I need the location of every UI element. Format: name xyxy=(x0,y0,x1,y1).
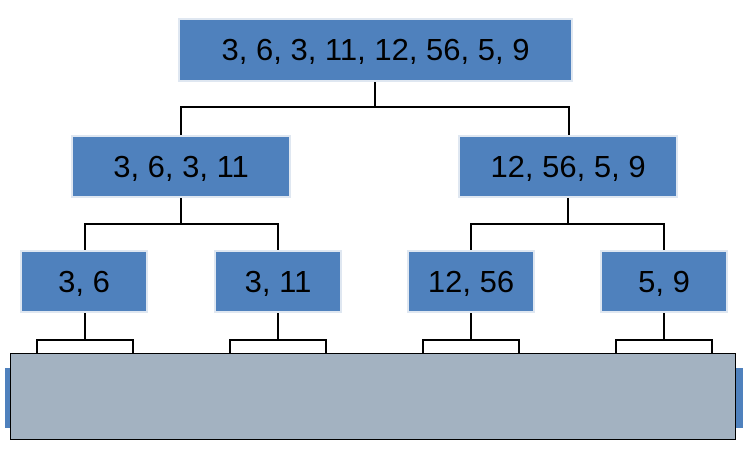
connector-c-bar xyxy=(422,339,520,341)
connector-a-bar xyxy=(36,339,134,341)
connector-b-bar xyxy=(229,339,327,341)
connector-root-left-drop xyxy=(180,106,182,136)
connector-right-stem xyxy=(567,198,569,224)
connector-right-bar xyxy=(470,223,665,225)
node-leaf-d: 5, 9 xyxy=(600,250,728,313)
connector-b-right-drop xyxy=(325,339,327,355)
node-leaf-a: 3, 6 xyxy=(20,250,148,313)
connector-c-left-drop xyxy=(422,339,424,355)
connector-a-left-drop xyxy=(36,339,38,355)
connector-c-right-drop xyxy=(518,339,520,355)
node-leaf-c: 12, 56 xyxy=(407,250,535,313)
hidden-leaf-edge-left xyxy=(5,368,11,428)
connector-d-bar xyxy=(615,339,713,341)
connector-root-right-drop xyxy=(568,106,570,136)
connector-d-right-drop xyxy=(711,339,713,355)
node-left-half: 3, 6, 3, 11 xyxy=(71,135,291,198)
connector-left-bar xyxy=(84,223,279,225)
connector-b-left-drop xyxy=(229,339,231,355)
connector-right-c-drop xyxy=(470,223,472,251)
connector-left-stem xyxy=(180,198,182,224)
connector-d-stem xyxy=(663,313,665,340)
node-root: 3, 6, 3, 11, 12, 56, 5, 9 xyxy=(178,18,573,82)
connector-right-d-drop xyxy=(663,223,665,251)
connector-root-bar xyxy=(180,106,570,108)
connector-root-stem xyxy=(374,82,376,107)
connector-c-stem xyxy=(470,313,472,340)
node-right-half: 12, 56, 5, 9 xyxy=(458,135,678,198)
connector-left-b-drop xyxy=(277,223,279,251)
connector-b-stem xyxy=(277,313,279,340)
connector-a-stem xyxy=(84,313,86,340)
connector-a-right-drop xyxy=(132,339,134,355)
node-leaf-b: 3, 11 xyxy=(214,250,342,313)
connector-left-a-drop xyxy=(84,223,86,251)
hidden-row-cover xyxy=(10,353,736,440)
hidden-leaf-edge-right xyxy=(735,368,743,428)
connector-d-left-drop xyxy=(615,339,617,355)
